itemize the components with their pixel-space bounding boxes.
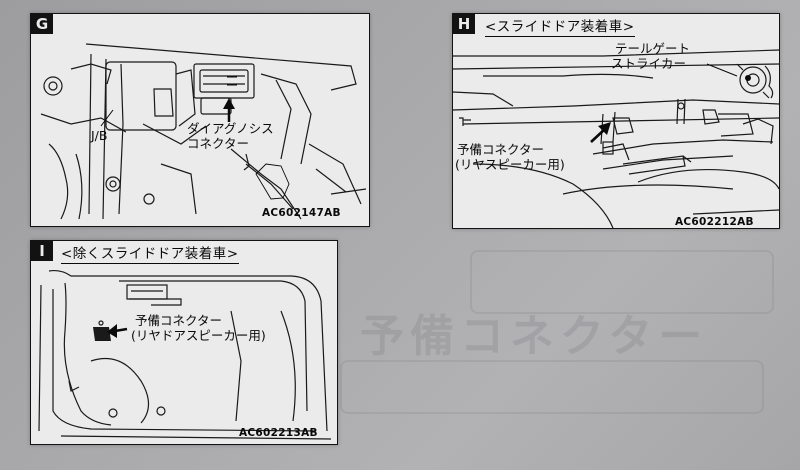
panel-g: G J/B ダイアグノシス コネクター AC602147AB — [30, 13, 370, 227]
spare-connector-label-line1: 予備コネクター — [135, 313, 223, 328]
panel-i: I <除くスライドドア装着車> 予備コネクター (リヤドアスピーカー用) AC6… — [30, 240, 338, 445]
tailgate-striker-label-line2: ストライカー — [611, 56, 687, 71]
diagram-rear-door-inner — [38, 269, 332, 440]
panel-h-badge: H — [453, 14, 475, 34]
diagram-slide-door-interior — [453, 49, 779, 228]
spare-connector-label-line1: 予備コネクター — [457, 142, 545, 157]
panel-i-code: AC602213AB — [239, 427, 318, 439]
background-bleed-shape — [470, 250, 774, 314]
panel-h-title: <スライドドア装着車> — [485, 15, 635, 37]
tailgate-striker-label-line1: テールゲート — [615, 41, 691, 56]
diag-connector-label-line2: コネクター — [187, 136, 250, 151]
jb-label: J/B — [91, 128, 108, 143]
spare-connector-label-line2: (リヤスピーカー用) — [455, 157, 565, 172]
background-bleed-shape — [340, 360, 764, 414]
diagram-dashboard-underside — [40, 43, 367, 220]
background-bleed-text: 予備コネクター — [360, 311, 709, 362]
panel-h-code: AC602212AB — [675, 216, 754, 228]
spare-connector-label-line2: (リヤドアスピーカー用) — [131, 328, 266, 343]
panel-g-badge: G — [31, 14, 53, 34]
panel-i-title: <除くスライドドア装着車> — [61, 242, 239, 264]
panel-i-badge: I — [31, 241, 53, 261]
panel-h: H <スライドドア装着車> テールゲート ストライカー 予備コネクター (リヤス… — [452, 13, 780, 229]
diag-connector-label-line1: ダイアグノシス — [187, 121, 274, 136]
panel-g-code: AC602147AB — [262, 207, 341, 219]
